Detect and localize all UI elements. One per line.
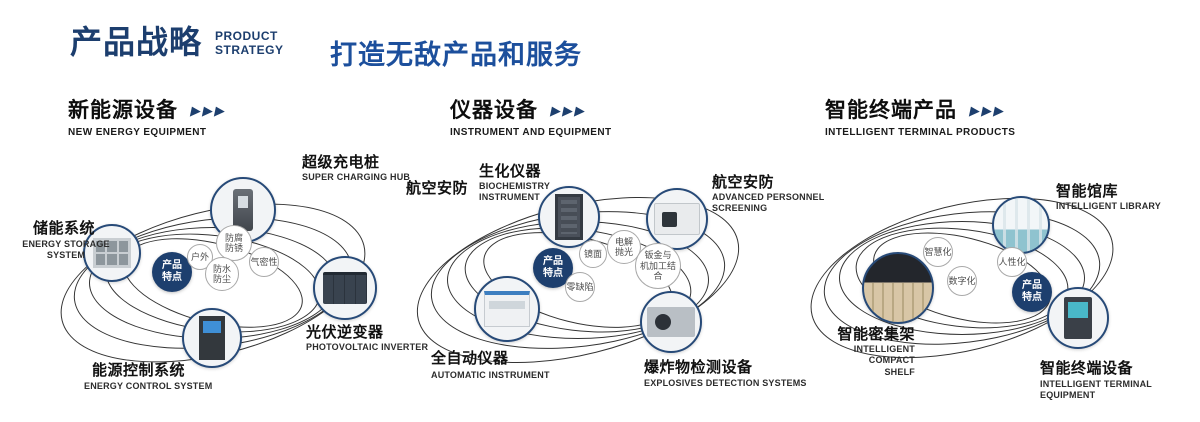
section-title: 智能终端产品 [825, 99, 957, 122]
page-title: 产品战略 [70, 24, 203, 60]
product-sublabel-explosives-detection: EXPLOSIVES DETECTION SYSTEMS [644, 378, 807, 388]
feature-bubble: 数字化 [947, 266, 977, 296]
product-sublabel-energy-control: ENERGY CONTROL SYSTEM [84, 381, 213, 391]
product-label-biochemistry: 生化仪器 [479, 163, 542, 180]
product-sublabel-aviation-security: ADVANCED PERSONNEL SCREENING [712, 192, 825, 214]
product-label-pv-inverter: 光伏逆变器 [306, 324, 384, 341]
product-features-badge: 产品 特点 [1012, 272, 1052, 312]
product-sublabel-intelligent-library: INTELLIGENT LIBRARY [1056, 201, 1161, 211]
product-sublabel-pv-inverter: PHOTOVOLTAIC INVERTER [306, 342, 429, 352]
section-title: 仪器设备 [450, 99, 538, 122]
tagline: 打造无敌产品和服务 [330, 40, 582, 70]
product-label-intelligent-terminal: 智能终端设备 [1040, 360, 1134, 377]
server-rack-graphic [555, 194, 583, 240]
product-image-intelligent-terminal [1047, 287, 1109, 349]
explosives-detector-graphic [647, 307, 695, 337]
product-label-intelligent-library: 智能馆库 [1056, 183, 1119, 200]
feature-bubble: 零缺陷 [565, 272, 595, 302]
section-subtitle: NEW ENERGY EQUIPMENT [68, 127, 207, 138]
page-title-en-line1: PRODUCT [215, 29, 278, 43]
product-image-pv-inverter [313, 256, 377, 320]
product-sublabel-super-charging-hub: SUPER CHARGING HUB [302, 172, 411, 182]
control-cabinet-graphic [199, 316, 225, 360]
product-features-badge: 产品 特点 [533, 248, 573, 288]
product-image-biochemistry [538, 186, 600, 248]
section-title: 新能源设备 [68, 99, 178, 122]
product-sublabel-energy-storage: ENERGY STORAGE SYSTEM [22, 239, 110, 261]
charging-pile-graphic [233, 189, 253, 231]
product-label-energy-storage: 储能系统 [33, 220, 96, 237]
inverter-cabinet-graphic [323, 272, 367, 304]
product-features-badge: 产品 特点 [152, 252, 192, 292]
orbit-ring [839, 221, 1085, 335]
product-label-aviation-security: 航空安防 [712, 174, 775, 191]
feature-bubble: 人性化 [997, 247, 1027, 277]
kiosk-graphic [1064, 297, 1092, 339]
brand-block: 产品战略 PRODUCT STRATEGY [70, 26, 283, 58]
triple-arrow-icon: ▶▶▶ [549, 103, 590, 118]
screening-machine-graphic [654, 203, 700, 235]
section-header-new-energy: 新能源设备 ▶▶▶ NEW ENERGY EQUIPMENT [68, 94, 230, 138]
feature-bubble: 防腐 防锈 [216, 225, 252, 261]
product-image-automatic-instrument [474, 276, 540, 342]
product-sublabel-automatic-instrument: AUTOMATIC INSTRUMENT [431, 370, 550, 380]
product-label-explosives-detection: 爆炸物检测设备 [644, 359, 753, 376]
section-header-intelligent-terminals: 智能终端产品 ▶▶▶ INTELLIGENT TERMINAL PRODUCTS [825, 94, 1015, 138]
product-image-explosives-detection [640, 291, 702, 353]
product-image-intelligent-library [992, 196, 1050, 254]
automatic-instrument-graphic [484, 291, 530, 327]
feature-bubble: 镜面 [579, 240, 607, 268]
feature-bubble: 钣金与 机加工结合 [635, 243, 681, 289]
product-label-energy-control: 能源控制系统 [92, 362, 186, 379]
product-label-super-charging-hub: 超级充电桩 [302, 154, 380, 171]
triple-arrow-icon: ▶▶▶ [968, 103, 1009, 118]
product-sublabel-intelligent-terminal: INTELLIGENT TERMINAL EQUIPMENT [1040, 379, 1152, 401]
product-image-compact-shelf [862, 252, 934, 324]
product-label-automatic-instrument: 全自动仪器 [431, 350, 509, 367]
product-sublabel-compact-shelf: INTELLIGENT COMPACT SHELF [853, 344, 915, 377]
product-image-energy-control [182, 308, 242, 368]
label-aviation-security-left: 航空安防 [406, 180, 469, 197]
section-header-instruments: 仪器设备 ▶▶▶ INSTRUMENT AND EQUIPMENT [450, 94, 611, 138]
product-label-compact-shelf: 智能密集架 [837, 326, 915, 343]
feature-bubble: 防水 防尘 [205, 257, 239, 291]
feature-bubble: 智慧化 [923, 237, 953, 267]
storage-cabinet-graphic [93, 238, 131, 268]
section-subtitle: INSTRUMENT AND EQUIPMENT [450, 127, 612, 138]
page-title-en-line2: STRATEGY [215, 42, 284, 57]
product-image-aviation-security [646, 188, 708, 250]
section-subtitle: INTELLIGENT TERMINAL PRODUCTS [825, 127, 1016, 138]
product-sublabel-biochemistry: BIOCHEMISTRY INSTRUMENT [479, 181, 551, 203]
triple-arrow-icon: ▶▶▶ [189, 103, 230, 118]
page-title-en: PRODUCT STRATEGY [215, 26, 283, 58]
feature-bubble: 气密性 [249, 247, 279, 277]
product-image-energy-storage [83, 224, 141, 282]
